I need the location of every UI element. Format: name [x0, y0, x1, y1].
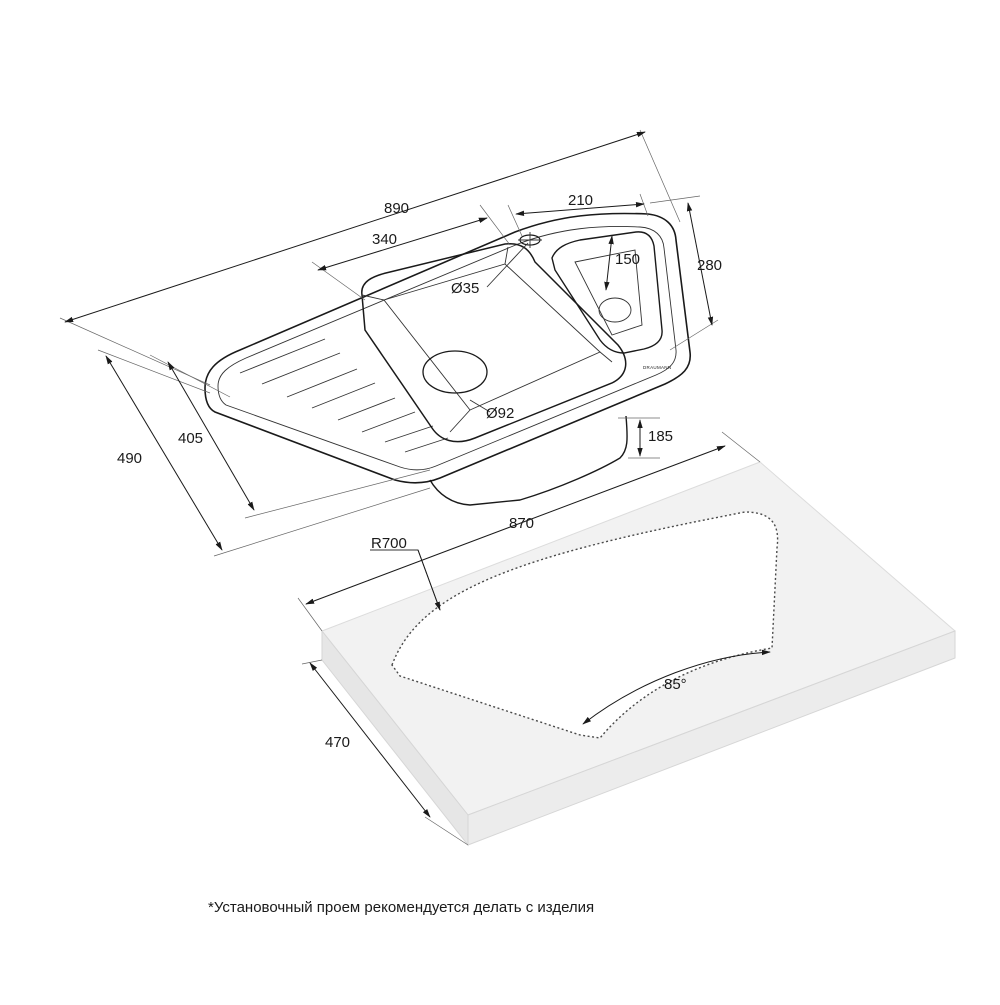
- dimension-labels: 890 340 210 150 280 Ø35 Ø92 185 490 405 …: [117, 192, 722, 751]
- countertop: [321, 461, 956, 847]
- dim-cutout-depth: 470: [325, 734, 350, 751]
- brand-logo: DRAUMANN: [643, 365, 671, 370]
- dim-small-bowl-depth: 150: [615, 251, 640, 268]
- installation-footnote: *Установочный проем рекомендуется делать…: [208, 899, 595, 916]
- countertop-right-face: [467, 630, 956, 846]
- dim-cutout-angle: 85°: [664, 676, 687, 693]
- small-drain-icon: [598, 297, 632, 323]
- drain-hole-icon: [422, 350, 488, 394]
- drainboard-ribs: [239, 338, 449, 453]
- dim-drain-hole: Ø92: [486, 405, 514, 422]
- dim-small-bowl-width: 210: [568, 192, 593, 209]
- dim-tap-hole: Ø35: [451, 280, 479, 297]
- dim-bowl-height: 185: [648, 428, 673, 445]
- dim-bowl-length: 340: [372, 231, 397, 248]
- dimension-lines: [59, 129, 771, 846]
- dim-side-inner: 405: [178, 430, 203, 447]
- dim-cutout-radius: R700: [371, 535, 407, 552]
- dim-overall-length: 890: [384, 200, 409, 217]
- dim-sink-depth: 280: [697, 257, 722, 274]
- dim-cutout-length: 870: [509, 515, 534, 532]
- main-bowl-floor: [383, 263, 601, 411]
- dim-side-outer: 490: [117, 450, 142, 467]
- bowl-underside: [429, 415, 628, 506]
